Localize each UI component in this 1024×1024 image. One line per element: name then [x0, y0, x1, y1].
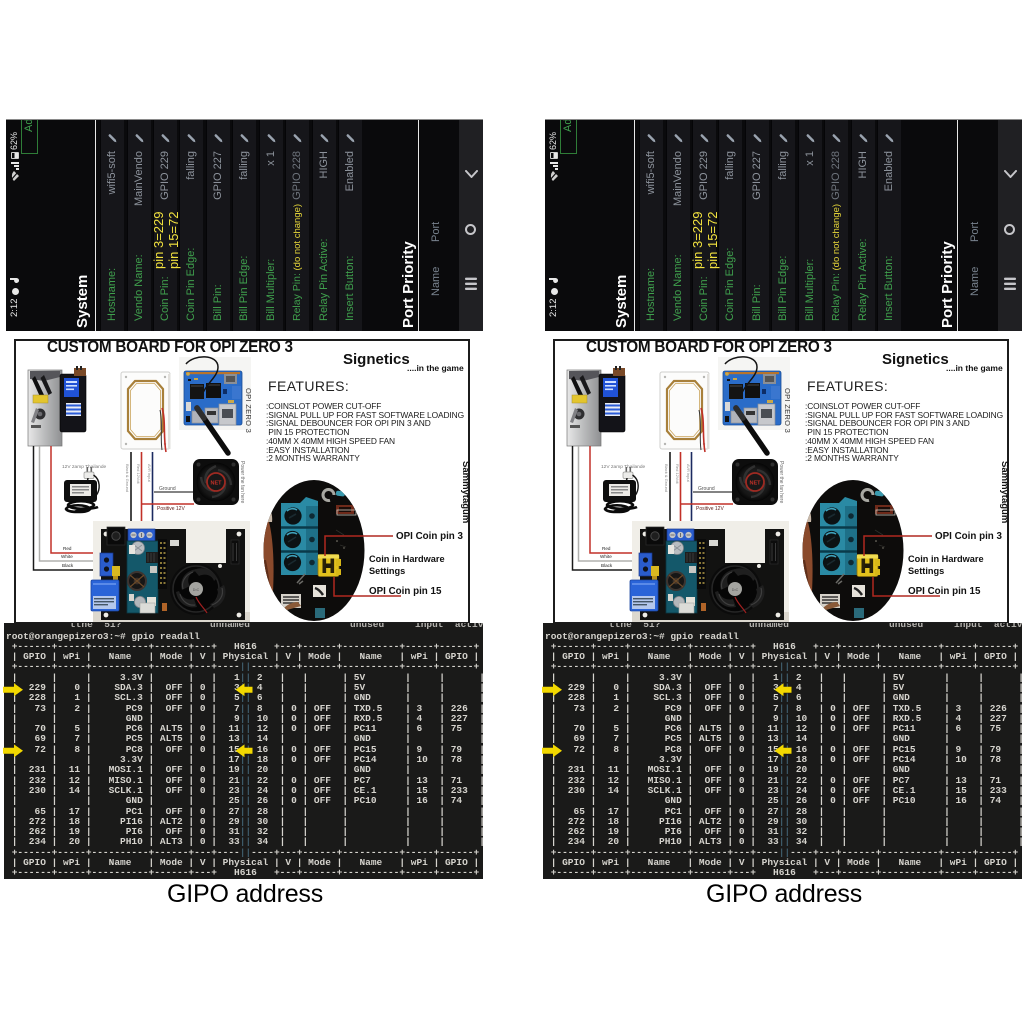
svg-text:D•C: D•C: [193, 588, 200, 592]
svg-text:NET: NET: [211, 481, 223, 487]
svg-text:D•C: D•C: [732, 588, 739, 592]
svg-text:NET: NET: [750, 481, 762, 487]
